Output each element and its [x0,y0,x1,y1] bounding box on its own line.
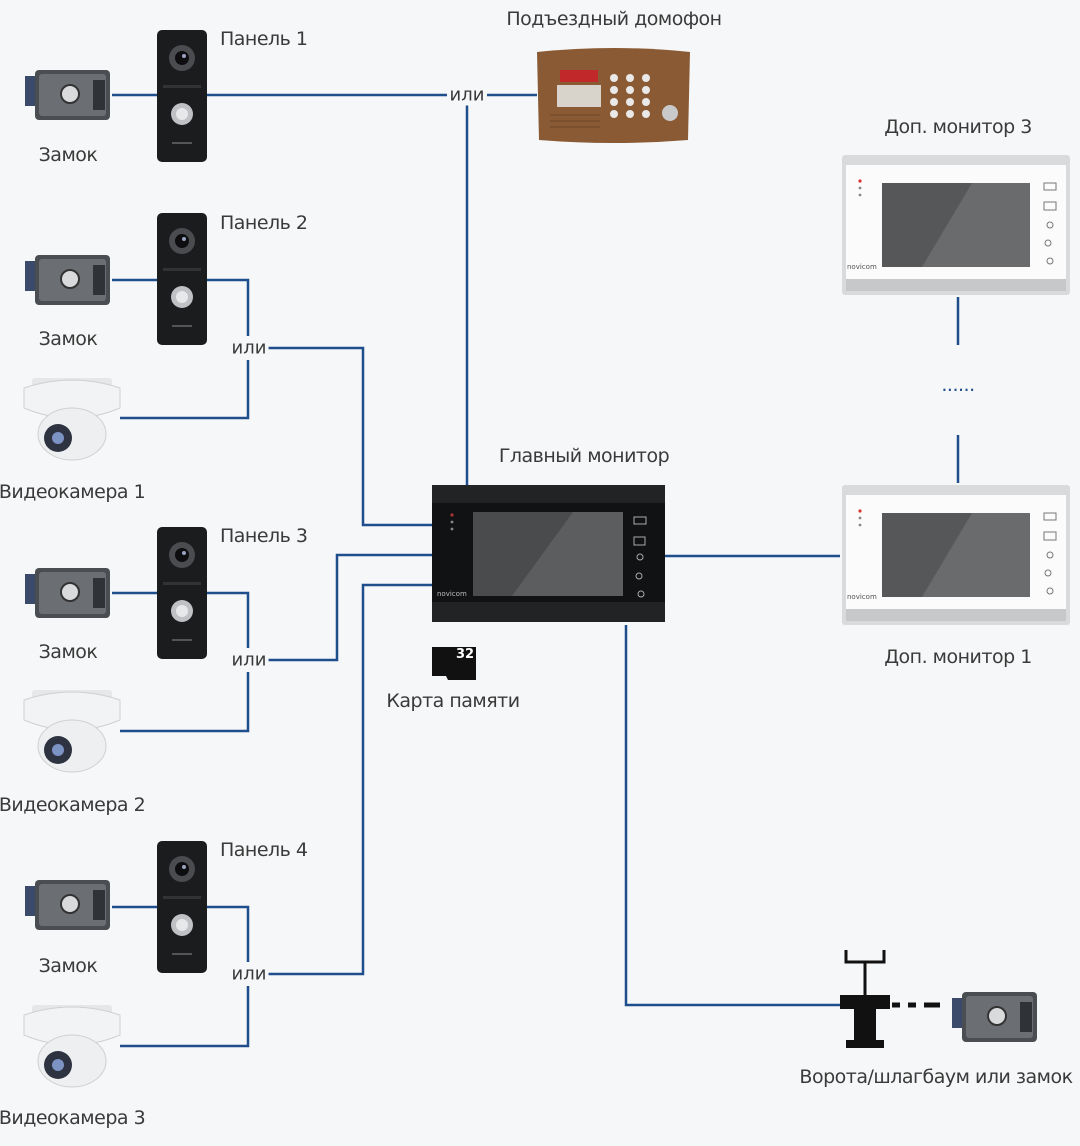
camera-2-label: Видеокамера 2 [0,794,146,816]
camera-2 [23,689,121,773]
extra-monitor-3 [841,154,1071,296]
lock-3 [24,567,111,619]
lock-2-label: Замок [38,328,98,350]
ellipsis: ...... [941,374,975,396]
panel-1-label: Панель 1 [220,28,308,50]
lock-2 [24,254,111,306]
camera-3-label: Видеокамера 3 [0,1107,146,1129]
panel-2 [157,213,207,345]
lock-1 [24,69,111,121]
lock-3-label: Замок [38,641,98,663]
main-monitor-label: Главный монитор [498,445,670,467]
lock-1-label: Замок [38,144,98,166]
main-monitor [432,485,665,622]
or-label-2: или [229,337,269,359]
extra-monitor-1-brand: novicom [847,593,877,601]
panel-4-label: Панель 4 [220,839,308,861]
gate-label: Ворота/шлагбаум или замок [799,1066,1073,1088]
lock-4 [24,879,111,931]
extra-monitor-3-label: Доп. монитор 3 [884,116,1032,138]
panel-2-label: Панель 2 [220,212,308,234]
main-monitor-brand: novicom [437,590,467,598]
lock-4-label: Замок [38,955,98,977]
entrance-intercom [537,48,690,143]
memory-card [432,647,476,680]
extra-monitor-3-brand: novicom [847,263,877,271]
extra-monitor-1 [841,484,1071,626]
entrance-intercom-label: Подъездный домофон [506,8,722,30]
memory-card-label: Карта памяти [386,690,520,712]
panel-4 [157,841,207,973]
camera-3 [23,1004,121,1088]
sd-card-capacity: 32 [456,647,475,662]
camera-1 [23,377,121,461]
gate-lock [951,991,1038,1043]
or-label-3: или [229,649,269,671]
or-label-4: или [229,963,269,985]
panel-3-label: Панель 3 [220,525,308,547]
barrier-icon [840,950,940,1048]
extra-monitor-1-label: Доп. монитор 1 [884,646,1032,668]
panel-3 [157,527,207,659]
or-label-intercom: или [447,84,487,106]
panel-1 [157,30,207,162]
wires [112,93,960,1048]
camera-1-label: Видеокамера 1 [0,481,146,503]
